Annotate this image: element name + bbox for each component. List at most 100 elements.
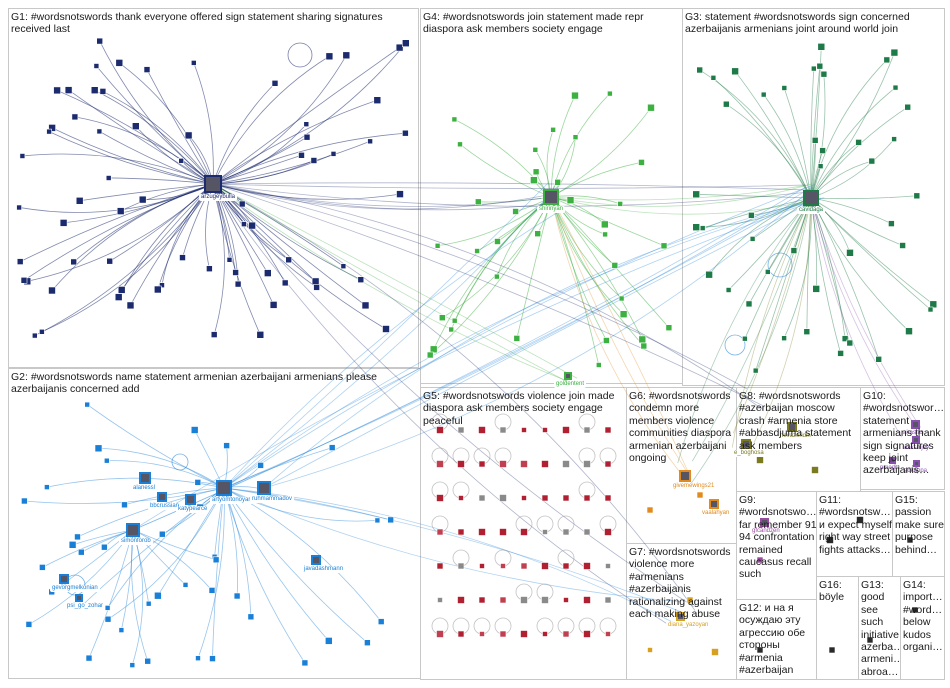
- node-g5[interactable]: [541, 460, 549, 468]
- node-g12[interactable]: [756, 646, 764, 654]
- node-g3[interactable]: [819, 147, 826, 154]
- node-g3[interactable]: [841, 335, 849, 342]
- node-g5[interactable]: [499, 596, 507, 604]
- node-g1[interactable]: [206, 265, 213, 273]
- node-g4[interactable]: [571, 91, 579, 100]
- node-g4[interactable]: [572, 134, 579, 140]
- node-g1[interactable]: [402, 129, 409, 137]
- node-g5[interactable]: [541, 596, 549, 604]
- node-g1[interactable]: [53, 86, 61, 95]
- node-g1[interactable]: [303, 133, 311, 141]
- node-g3[interactable]: [710, 75, 717, 81]
- node-g4[interactable]: [550, 127, 556, 133]
- node-g1[interactable]: [310, 157, 318, 164]
- node-g5[interactable]: [583, 596, 591, 604]
- node-g6[interactable]: [646, 506, 654, 514]
- node-g2[interactable]: [21, 497, 28, 505]
- node-g4[interactable]: [474, 198, 482, 206]
- node-g1[interactable]: [59, 219, 68, 227]
- node-g3[interactable]: [745, 300, 753, 308]
- node-g1[interactable]: [31, 332, 38, 339]
- node-g2[interactable]: [374, 517, 381, 524]
- hub-avatar-ruhmammadov[interactable]: [257, 481, 271, 495]
- node-g7[interactable]: [711, 648, 719, 656]
- node-g2[interactable]: [78, 548, 85, 556]
- node-g5[interactable]: [583, 426, 591, 434]
- node-g5[interactable]: [521, 427, 527, 433]
- node-g1[interactable]: [48, 124, 56, 132]
- node-g5[interactable]: [479, 563, 485, 569]
- node-g1[interactable]: [285, 256, 293, 264]
- node-g2[interactable]: [377, 618, 385, 625]
- node-g5[interactable]: [436, 460, 444, 468]
- node-g13[interactable]: [866, 636, 874, 644]
- node-g4[interactable]: [566, 196, 575, 204]
- node-g5[interactable]: [583, 494, 591, 502]
- hub-avatar-pmedia[interactable]: [888, 456, 896, 464]
- node-g2[interactable]: [94, 444, 103, 453]
- node-g4[interactable]: [600, 220, 609, 229]
- node-g3[interactable]: [846, 339, 854, 347]
- node-g1[interactable]: [179, 254, 186, 261]
- node-g1[interactable]: [99, 88, 107, 95]
- node-g1[interactable]: [256, 330, 265, 339]
- node-g4[interactable]: [494, 273, 500, 280]
- node-g4[interactable]: [619, 310, 628, 319]
- hub-avatar-katypearce[interactable]: [184, 493, 196, 505]
- node-g3[interactable]: [913, 192, 921, 200]
- node-g2[interactable]: [257, 462, 264, 469]
- node-g2[interactable]: [101, 543, 108, 551]
- node-g1[interactable]: [48, 286, 56, 295]
- node-g5[interactable]: [562, 562, 570, 570]
- node-g1[interactable]: [178, 158, 184, 164]
- node-g2[interactable]: [104, 457, 110, 464]
- hub-avatar-artyomtonoyan[interactable]: [216, 480, 232, 496]
- node-g4[interactable]: [457, 141, 463, 148]
- node-g5[interactable]: [562, 630, 570, 638]
- node-g3[interactable]: [904, 103, 912, 111]
- node-g5[interactable]: [541, 562, 549, 570]
- node-g5[interactable]: [520, 630, 528, 638]
- node-g3[interactable]: [781, 85, 788, 91]
- node-g2[interactable]: [301, 659, 309, 667]
- node-g1[interactable]: [126, 301, 135, 310]
- node-g2[interactable]: [190, 426, 199, 434]
- node-g4[interactable]: [617, 201, 624, 207]
- node-g3[interactable]: [855, 139, 862, 146]
- node-g5[interactable]: [562, 460, 570, 468]
- hub-avatar-psi_go_zohar[interactable]: [75, 594, 83, 602]
- node-g4[interactable]: [438, 314, 446, 322]
- node-g4[interactable]: [426, 351, 434, 359]
- node-g9[interactable]: [756, 556, 764, 564]
- node-g2[interactable]: [182, 582, 189, 588]
- node-g1[interactable]: [210, 331, 218, 338]
- node-g2[interactable]: [104, 605, 111, 611]
- node-g5[interactable]: [478, 460, 486, 468]
- node-g1[interactable]: [184, 131, 193, 140]
- node-g1[interactable]: [105, 175, 112, 181]
- node-g1[interactable]: [234, 280, 242, 288]
- node-g1[interactable]: [96, 128, 103, 135]
- node-g5[interactable]: [478, 596, 486, 604]
- node-g3[interactable]: [816, 62, 824, 70]
- node-g2[interactable]: [324, 637, 333, 645]
- node-g3[interactable]: [692, 190, 701, 199]
- node-g1[interactable]: [361, 301, 370, 310]
- node-g5[interactable]: [562, 426, 570, 434]
- node-g7[interactable]: [647, 647, 653, 653]
- hub-avatar-gevorgmelkonian[interactable]: [59, 574, 69, 584]
- node-g16[interactable]: [828, 646, 836, 654]
- node-g1[interactable]: [248, 221, 256, 230]
- node-g4[interactable]: [530, 176, 538, 184]
- node-g7[interactable]: [686, 596, 694, 604]
- node-g4[interactable]: [451, 317, 458, 324]
- node-g2[interactable]: [118, 627, 125, 633]
- node-g1[interactable]: [382, 325, 390, 333]
- node-g2[interactable]: [154, 591, 162, 600]
- node-g1[interactable]: [342, 51, 351, 60]
- node-g1[interactable]: [143, 66, 151, 73]
- node-g3[interactable]: [752, 367, 759, 374]
- node-g3[interactable]: [722, 100, 730, 108]
- node-g4[interactable]: [647, 103, 655, 112]
- node-g3[interactable]: [705, 270, 713, 279]
